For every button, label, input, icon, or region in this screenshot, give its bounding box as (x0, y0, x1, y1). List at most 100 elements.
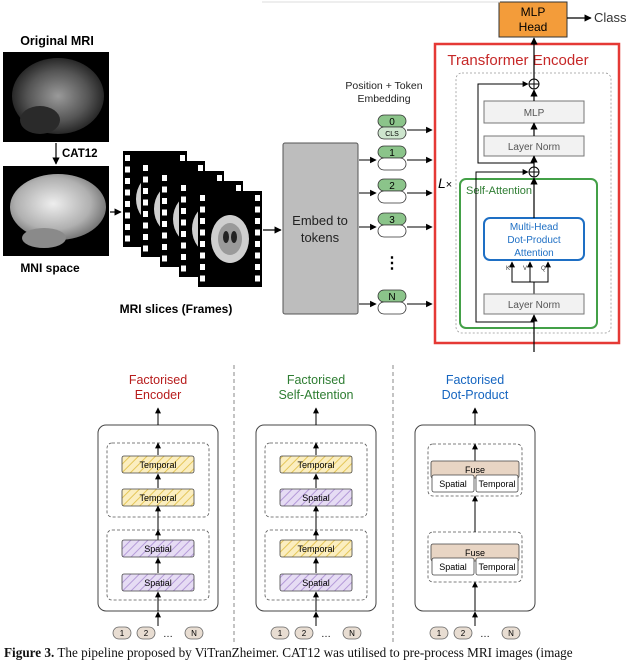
svg-text:1: 1 (278, 629, 283, 638)
temporal-block (475, 557, 519, 576)
layer-norm-top-label: Layer Norm (508, 142, 560, 153)
spatial-block (121, 539, 195, 558)
self-attention-label: Self-Attention (466, 185, 532, 197)
svg-text:Spatial: Spatial (302, 578, 330, 588)
input-token (294, 626, 314, 640)
v-label: V (523, 266, 527, 272)
svg-text:Spatial: Spatial (439, 479, 467, 489)
spatial-block (431, 474, 475, 493)
original-mri-image (3, 52, 109, 142)
token-label: 3 (389, 215, 395, 226)
self-attention-box (459, 178, 598, 329)
embedding-token: 2 (359, 178, 433, 204)
temporal-block (279, 539, 353, 558)
pos-token-line1: Position + Token (345, 80, 422, 92)
embed-label-line1: Embed to (292, 213, 348, 228)
variant-title-line1: Factorised (287, 373, 345, 387)
spatial-block (279, 573, 353, 592)
embedding-token: N (359, 289, 433, 315)
input-token (184, 626, 204, 640)
cat12-label: CAT12 (62, 148, 98, 160)
mhdpa-line1: Multi-Head (510, 222, 558, 233)
fuse-block (430, 543, 520, 562)
transformer-encoder-title: Transformer Encoder (447, 52, 588, 69)
token-label: 0 (389, 117, 395, 128)
input-token (453, 626, 473, 640)
svg-text:Temporal: Temporal (139, 460, 176, 470)
svg-text:Fuse: Fuse (465, 548, 485, 558)
svg-text:…: … (480, 629, 490, 640)
input-token (112, 626, 132, 640)
q-label: Q (541, 266, 546, 272)
svg-text:Spatial: Spatial (144, 544, 172, 554)
spatial-block (431, 557, 475, 576)
mhdpa-line3: Attention (514, 248, 553, 259)
tokens-ellipsis: ⋮ (384, 255, 400, 272)
variant-title-line2: Dot-Product (442, 388, 509, 402)
input-token (342, 626, 362, 640)
temporal-block (121, 455, 195, 474)
mlp-head-box (498, 1, 568, 38)
encoder-mlp-label: MLP (524, 108, 545, 119)
pos-token-line2: Embedding (357, 93, 410, 105)
mri-frame (198, 191, 262, 287)
mlp-head-line1: MLP (521, 5, 546, 19)
embedding-token: 1 (359, 145, 433, 171)
spatial-block (121, 573, 195, 592)
svg-text:…: … (163, 629, 173, 640)
svg-text:Spatial: Spatial (302, 493, 330, 503)
token-label: 1 (389, 148, 395, 159)
class-label: Class (594, 10, 627, 25)
svg-text:Temporal: Temporal (297, 460, 334, 470)
svg-text:Spatial: Spatial (439, 562, 467, 572)
temporal-block (279, 455, 353, 474)
input-token (136, 626, 156, 640)
svg-text:Spatial: Spatial (144, 578, 172, 588)
svg-text:Fuse: Fuse (465, 465, 485, 475)
k-label: K (506, 266, 510, 272)
input-token (429, 626, 449, 640)
embed-to-tokens-box (282, 142, 359, 315)
mni-space-image (3, 166, 109, 256)
variant-title-line2: Encoder (135, 388, 182, 402)
svg-text:2: 2 (302, 629, 307, 638)
input-token (501, 626, 521, 640)
mni-space-label: MNI space (20, 261, 80, 275)
temporal-block (475, 474, 519, 493)
svg-text:2: 2 (144, 629, 149, 638)
svg-text:Temporal: Temporal (139, 493, 176, 503)
svg-text:Temporal: Temporal (478, 479, 515, 489)
original-mri-label: Original MRI (20, 34, 94, 48)
svg-text:N: N (349, 629, 355, 638)
figure-caption: Figure 3. The pipeline proposed by ViTra… (4, 645, 573, 660)
svg-text:N: N (191, 629, 197, 638)
fuse-block (430, 460, 520, 479)
svg-text:⋮: ⋮ (471, 514, 480, 524)
transformer-encoder-box (433, 42, 621, 345)
layer-norm-bottom-label: Layer Norm (508, 300, 560, 311)
cls-label: CLS (385, 131, 399, 138)
variant-title-line1: Factorised (446, 373, 504, 387)
variant-title-line2: Self-Attention (278, 388, 353, 402)
variant-title-line1: Factorised (129, 373, 187, 387)
svg-text:Temporal: Temporal (297, 544, 334, 554)
embed-label-line2: tokens (301, 230, 340, 245)
mlp-head-line2: Head (519, 20, 548, 34)
svg-text:1: 1 (120, 629, 125, 638)
input-token (270, 626, 290, 640)
encoder-layer-norm-bottom (483, 293, 585, 315)
svg-text:1: 1 (437, 629, 442, 638)
token-label: 2 (389, 181, 395, 192)
svg-text:N: N (508, 629, 514, 638)
svg-text:…: … (321, 629, 331, 640)
svg-text:Temporal: Temporal (478, 562, 515, 572)
mhdpa-line2: Dot-Product (507, 235, 561, 246)
svg-text:2: 2 (461, 629, 466, 638)
embedding-token: 3 (359, 212, 433, 238)
lx-label: L× (438, 175, 452, 191)
